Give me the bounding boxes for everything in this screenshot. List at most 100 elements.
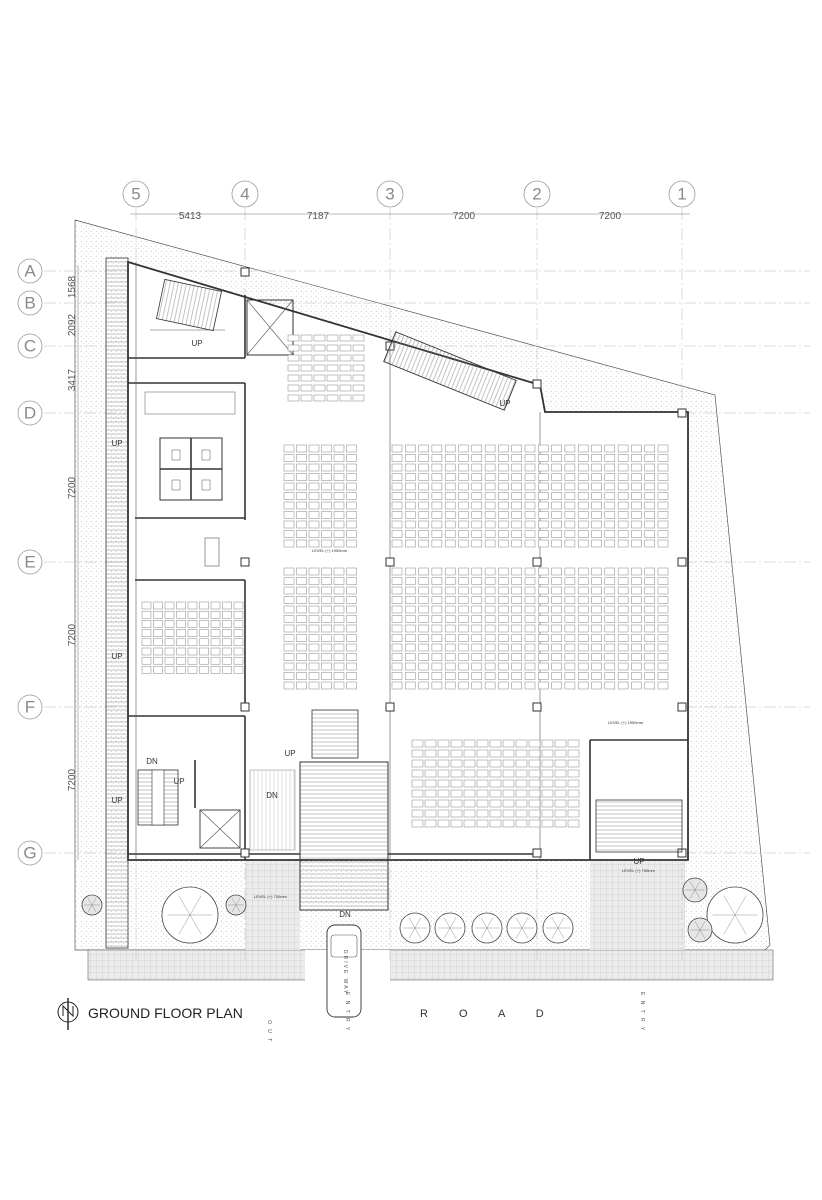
seat bbox=[283, 672, 295, 680]
seat bbox=[222, 638, 232, 647]
seat bbox=[346, 624, 357, 633]
seat bbox=[296, 653, 307, 661]
seat bbox=[511, 643, 522, 652]
seat bbox=[333, 492, 345, 500]
seat bbox=[308, 653, 320, 661]
seat bbox=[554, 789, 567, 798]
seat bbox=[604, 454, 616, 462]
seat bbox=[657, 463, 669, 472]
seat bbox=[391, 520, 403, 529]
seat bbox=[283, 634, 295, 642]
seat bbox=[300, 334, 313, 342]
seat bbox=[538, 454, 549, 462]
seat bbox=[471, 586, 483, 595]
seat bbox=[431, 624, 443, 633]
seat bbox=[405, 567, 416, 576]
seat bbox=[333, 520, 345, 529]
seat bbox=[346, 463, 357, 472]
seat bbox=[450, 769, 463, 778]
seat bbox=[346, 681, 357, 690]
seat bbox=[644, 634, 655, 642]
seat bbox=[233, 629, 244, 637]
seat bbox=[471, 567, 483, 576]
seat bbox=[141, 666, 152, 674]
seat bbox=[458, 643, 469, 652]
seat bbox=[141, 629, 152, 637]
seat bbox=[187, 656, 198, 665]
seat bbox=[511, 473, 522, 481]
seat bbox=[567, 749, 580, 758]
dim-C-D: 3417 bbox=[67, 368, 78, 391]
seat bbox=[591, 681, 602, 690]
seat bbox=[631, 444, 642, 453]
dim-3-2: 7200 bbox=[453, 211, 476, 222]
seat bbox=[287, 364, 300, 372]
seat bbox=[644, 615, 655, 623]
seat bbox=[511, 577, 522, 585]
seat bbox=[153, 647, 163, 656]
seat bbox=[444, 624, 456, 633]
seat bbox=[604, 444, 616, 453]
seat bbox=[391, 624, 403, 633]
seat bbox=[644, 605, 655, 614]
seat bbox=[511, 454, 522, 462]
seat bbox=[631, 662, 642, 671]
seat bbox=[458, 615, 469, 623]
seat bbox=[524, 539, 536, 548]
seat bbox=[524, 463, 536, 472]
seat bbox=[333, 615, 345, 623]
seat bbox=[308, 539, 320, 548]
grid-bubble-4: 4 bbox=[231, 180, 259, 208]
grid-bubble-1: 1 bbox=[668, 180, 696, 208]
seat bbox=[418, 444, 429, 453]
seat bbox=[141, 610, 152, 619]
seat bbox=[617, 653, 629, 661]
seat bbox=[391, 662, 403, 671]
seat bbox=[657, 577, 669, 585]
grid-bubble-2: 2 bbox=[523, 180, 551, 208]
seat bbox=[502, 809, 515, 818]
seat bbox=[321, 482, 332, 491]
dim-D-E: 7200 bbox=[67, 476, 78, 499]
seat bbox=[591, 511, 602, 519]
seat bbox=[283, 653, 295, 661]
seat bbox=[346, 596, 357, 604]
seat bbox=[511, 511, 522, 519]
seat bbox=[577, 605, 589, 614]
seat bbox=[498, 473, 509, 481]
dim-A-B: 1568 bbox=[67, 275, 78, 298]
seat bbox=[498, 634, 509, 642]
seat bbox=[591, 482, 602, 491]
seat bbox=[300, 364, 313, 372]
seat bbox=[515, 759, 528, 768]
grid-bubble-B: B bbox=[17, 290, 43, 316]
seat bbox=[502, 789, 515, 798]
seat bbox=[502, 759, 515, 768]
seat bbox=[463, 769, 476, 778]
seat bbox=[564, 539, 576, 548]
seat bbox=[308, 672, 320, 680]
seat bbox=[657, 530, 669, 538]
seat bbox=[644, 653, 655, 661]
seat bbox=[541, 789, 554, 798]
seat bbox=[458, 662, 469, 671]
seat bbox=[631, 624, 642, 633]
seat bbox=[222, 620, 232, 628]
seat bbox=[308, 596, 320, 604]
seat bbox=[484, 577, 496, 585]
seat bbox=[164, 666, 175, 674]
seat bbox=[431, 586, 443, 595]
seat bbox=[591, 454, 602, 462]
seat bbox=[577, 567, 589, 576]
seat bbox=[528, 779, 541, 788]
seat bbox=[418, 643, 429, 652]
seat bbox=[333, 463, 345, 472]
seat bbox=[411, 749, 424, 758]
seat bbox=[511, 634, 522, 642]
seat bbox=[391, 492, 403, 500]
seat bbox=[391, 463, 403, 472]
seat bbox=[346, 511, 357, 519]
seat bbox=[502, 749, 515, 758]
seat bbox=[418, 624, 429, 633]
seat bbox=[444, 672, 456, 680]
